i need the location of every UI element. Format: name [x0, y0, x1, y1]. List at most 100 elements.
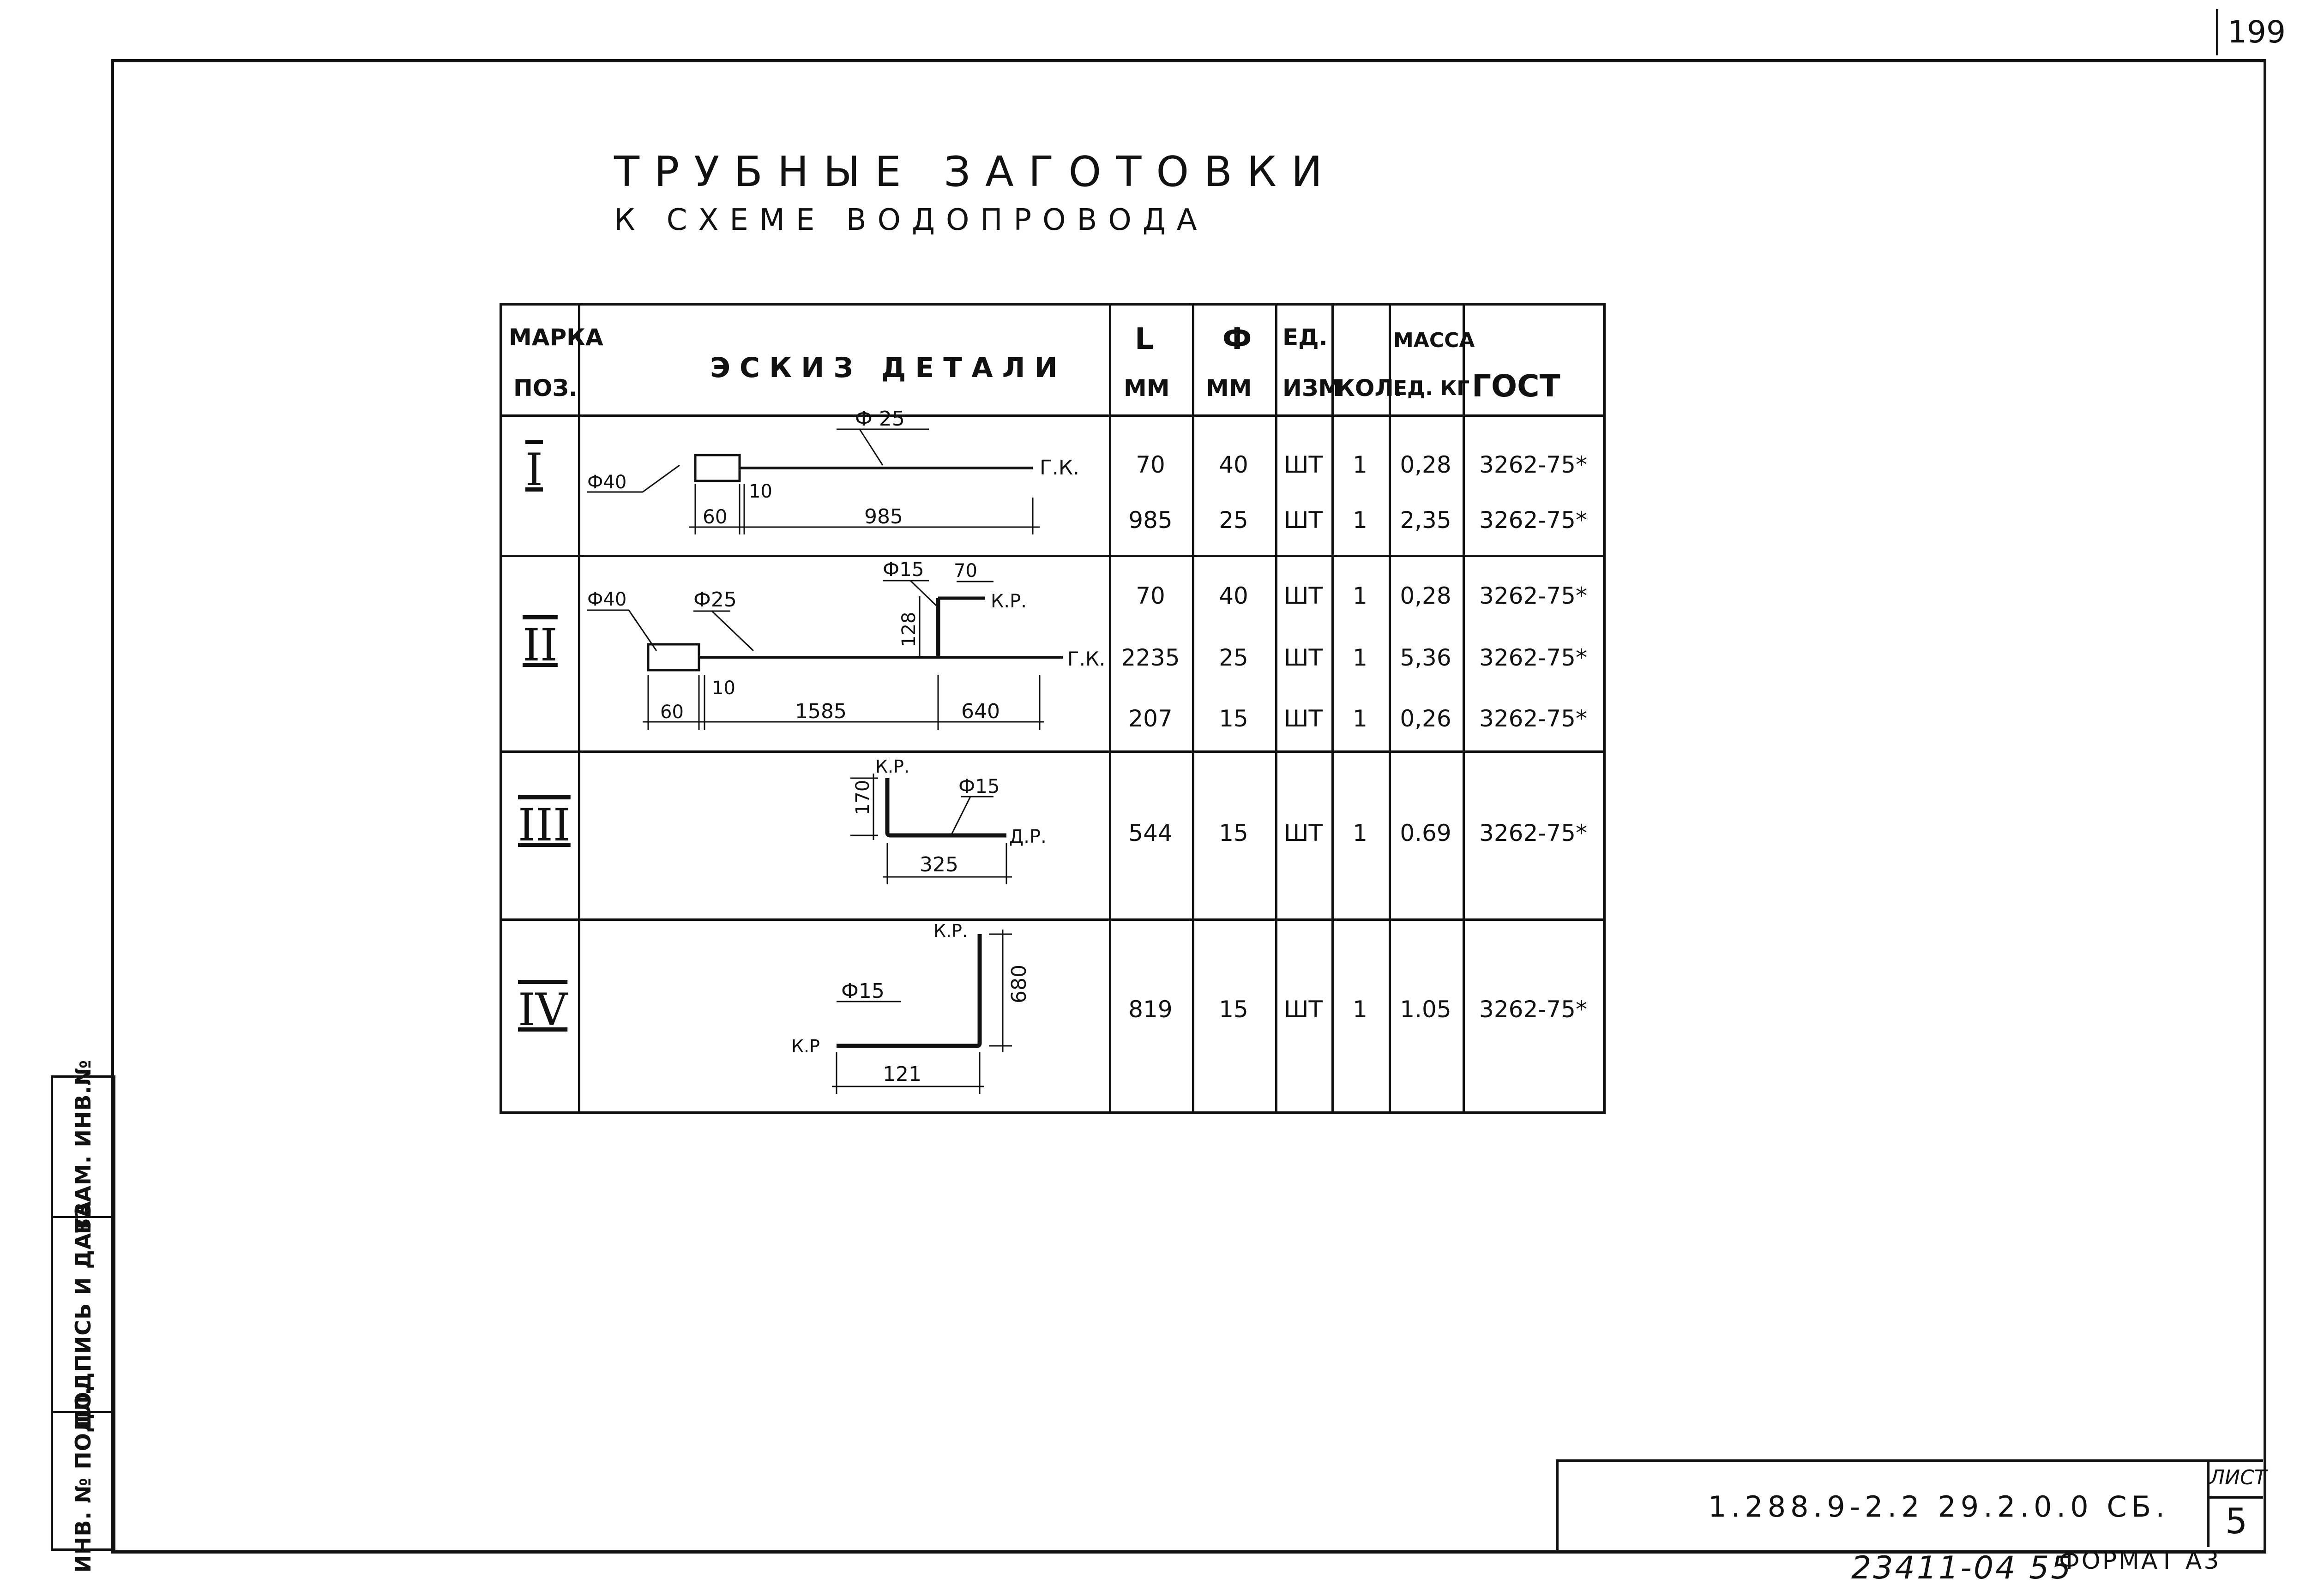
table-vline [1192, 306, 1194, 1111]
table-vline [1463, 306, 1465, 1111]
sketch-part-i: Ф 25 Г.К. Ф40 60 10 985 [587, 407, 1079, 534]
sketch-label: 680 [1007, 965, 1031, 1003]
sketch-label: 640 [961, 700, 1000, 723]
cell-gost: 3262-75* [1479, 582, 1587, 609]
sketch-label: Ф40 [587, 472, 626, 493]
sketch-label: 325 [920, 853, 958, 876]
cell-gost: 3262-75* [1479, 644, 1587, 671]
cell-qty: 1 [1353, 644, 1367, 671]
sketch-label: Г.К. [1040, 456, 1079, 480]
side-stamp: ВЗАМ. ИНВ.№ ПОДПИСЬ И ДАТА ИНВ. № ПОДЛ. [51, 1060, 115, 1573]
sketch-label: 10 [712, 678, 735, 699]
cell-mass: 5,36 [1400, 644, 1451, 671]
position-mark: III [518, 799, 571, 851]
position-mark: IV [518, 984, 568, 1036]
cell-qty: 1 [1353, 582, 1367, 609]
cell-unit: ШТ [1283, 644, 1323, 671]
sketch-label: Ф15 [883, 558, 924, 581]
sketch-label: К.Р. [875, 756, 909, 777]
cell-qty: 1 [1353, 451, 1367, 478]
side-stamp-cell-inv: ИНВ. № ПОДЛ. [53, 1386, 113, 1572]
cell-gost: 3262-75* [1479, 451, 1587, 478]
cell-gost: 3262-75* [1479, 507, 1587, 534]
cell-diameter: 40 [1219, 582, 1248, 609]
header-length-unit: ММ [1124, 375, 1170, 402]
document-code: 1.288.9-2.2 29.2.0.0 СБ. [1708, 1490, 2169, 1524]
cell-mass: 0.69 [1400, 820, 1451, 846]
sketch-label: 60 [703, 505, 727, 528]
header-length: L [1135, 322, 1154, 356]
page-number: 199 [2216, 9, 2286, 55]
cell-length: 985 [1128, 507, 1173, 534]
table-hline [502, 555, 1603, 557]
table-hline [502, 918, 1603, 921]
table-vline [1389, 306, 1391, 1111]
sheet-box: ЛИСТ 5 [2207, 1459, 2267, 1547]
sketch-label: 170 [852, 780, 873, 815]
sketch-label: К.Р. [933, 921, 968, 941]
cell-qty: 1 [1353, 705, 1367, 732]
header-diameter-unit: ММ [1206, 375, 1252, 402]
cell-diameter: 15 [1219, 820, 1248, 846]
sheet-number: 5 [2225, 1500, 2248, 1542]
sketch-label: Ф40 [587, 589, 626, 610]
sheet-label: ЛИСТ [2210, 1459, 2267, 1499]
sketch-label: Ф25 [693, 588, 737, 612]
header-unit-2: ИЗМ [1282, 375, 1342, 402]
cell-diameter: 15 [1219, 705, 1248, 732]
sketch-part-iv: К.Р. Ф15 680 К.Р 121 [791, 921, 1031, 1094]
archive-number: 23411-04 55 [1851, 1550, 2073, 1586]
cell-unit: ШТ [1283, 451, 1323, 478]
side-stamp-cell-sign: ПОДПИСЬ И ДАТА [53, 1201, 113, 1428]
cell-unit: ШТ [1283, 705, 1323, 732]
sketch-label: 10 [749, 481, 772, 502]
header-diameter: Ф [1222, 322, 1252, 356]
cell-mass: 0,28 [1400, 582, 1451, 609]
cell-diameter: 40 [1219, 451, 1248, 478]
parts-table: МАРКА ПОЗ. ЭСКИЗ ДЕТАЛИ L ММ Ф ММ ЕД. ИЗ… [500, 303, 1606, 1114]
table-vline [1331, 306, 1334, 1111]
side-stamp-label: ИНВ. № ПОДЛ. [71, 1386, 96, 1573]
side-stamp-cell-replace: ВЗАМ. ИНВ.№ [53, 1060, 113, 1234]
sketch-label: К.Р [791, 1036, 820, 1056]
document-title: ТРУБНЫЕ ЗАГОТОВКИ [614, 148, 1337, 196]
header-pos: ПОЗ. [513, 375, 578, 402]
table-vline [578, 306, 580, 1111]
table-hline [502, 414, 1603, 417]
sketch-label: 1585 [795, 700, 847, 723]
document-subtitle: К СХЕМЕ ВОДОПРОВОДА [614, 203, 1208, 237]
drawing-frame [111, 59, 2266, 1554]
cell-gost: 3262-75* [1479, 820, 1587, 846]
cell-unit: ШТ [1283, 820, 1323, 846]
sketch-label: 128 [898, 612, 920, 647]
header-unit: ЕД. [1282, 324, 1328, 351]
table-hline [502, 750, 1603, 753]
header-sketch: ЭСКИЗ ДЕТАЛИ [710, 352, 1067, 384]
cell-qty: 1 [1353, 820, 1367, 846]
position-mark: I [525, 444, 543, 496]
cell-diameter: 15 [1219, 996, 1248, 1023]
cell-unit: ШТ [1283, 582, 1323, 609]
cell-length: 2235 [1121, 644, 1180, 671]
header-mass-unit: ЕД. КГ [1393, 377, 1470, 400]
sketch-label: 70 [954, 560, 977, 582]
cell-length: 819 [1128, 996, 1173, 1023]
title-block [1556, 1459, 2263, 1550]
table-vline [1109, 306, 1111, 1111]
cell-length: 70 [1136, 582, 1165, 609]
cell-mass: 0,28 [1400, 451, 1451, 478]
header-mass: МАССА [1393, 329, 1475, 352]
cell-qty: 1 [1353, 507, 1367, 534]
sketch-part-iii: К.Р. Ф15 170 Д.Р. 325 [850, 756, 1047, 884]
sketch-label: Ф15 [841, 979, 885, 1003]
header-qty: КОЛ. [1336, 375, 1403, 402]
position-mark: II [523, 619, 558, 671]
cell-unit: ШТ [1283, 996, 1323, 1023]
format-label: ФОРМАТ А3 [2059, 1547, 2221, 1575]
sketch-label: 121 [883, 1062, 921, 1086]
sketch-label: 60 [660, 702, 684, 723]
cell-mass: 1.05 [1400, 996, 1451, 1023]
cell-diameter: 25 [1219, 644, 1248, 671]
cell-mass: 2,35 [1400, 507, 1451, 534]
cell-unit: ШТ [1283, 507, 1323, 534]
